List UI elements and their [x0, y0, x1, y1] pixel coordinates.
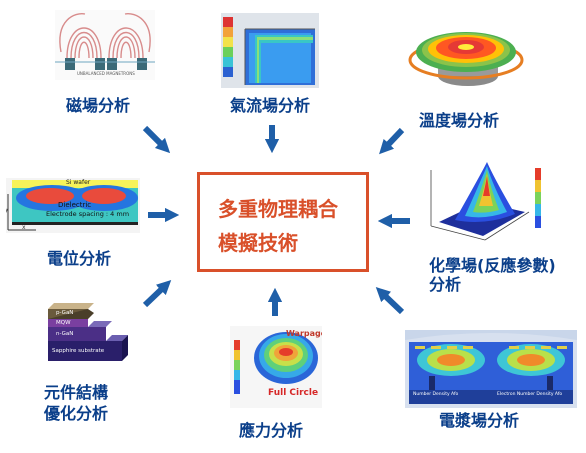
device-layer-ngan: n-GaN: [56, 331, 74, 337]
stress-full-circle-label: Full Circle: [268, 388, 319, 398]
arrow-device: [142, 280, 172, 308]
potential-dielectric-label: Dielectric: [58, 201, 92, 209]
potential-field-map: [7, 180, 138, 231]
chemical-image: [425, 156, 545, 244]
plasma-label: 電漿場分析: [439, 411, 520, 430]
gas-flow-label: 氣流場分析: [230, 96, 311, 115]
device-layer-sapphire: Sapphire substrate: [52, 348, 105, 354]
chemical-label-line2: 分析: [429, 275, 462, 294]
plasma-density-left: Number Density Afo: [413, 392, 459, 397]
device-image: p-GaN MQW n-GaN Sapphire substrate: [42, 293, 130, 367]
stress-warpage-label: Warpage: [286, 329, 322, 338]
plasma-density-map: [405, 333, 577, 408]
plasma-density-right: Electron Number Density Afo: [497, 392, 563, 397]
stress-label: 應力分析: [239, 421, 304, 440]
center-box: 多重物理耦合 模擬技術: [197, 172, 369, 272]
center-title-line2: 模擬技術: [218, 231, 298, 255]
potential-spacing-label: Electrode spacing : 4 mm: [46, 210, 130, 218]
device-layer-pgan: p-GaN: [56, 310, 74, 316]
potential-axis-x: x: [22, 224, 26, 231]
potential-label: 電位分析: [47, 249, 112, 268]
chemical-3d-plot: [430, 162, 541, 241]
stress-warpage-disk: [230, 326, 322, 408]
arrow-plasma: [375, 287, 405, 315]
plasma-image: Number Density Afo Electron Number Densi…: [405, 330, 577, 408]
chemical-label-line1: 化學場(反應參數): [429, 256, 556, 275]
magnetron-caption: UNBALANCED MAGNETRONS: [77, 71, 135, 76]
temperature-label: 溫度場分析: [419, 111, 500, 130]
device-layer-mqw: MQW: [56, 320, 71, 326]
arrow-magnetic: [142, 125, 171, 154]
stress-image: Warpage Full Circle: [230, 326, 322, 408]
gas-flow-contour: [221, 13, 319, 88]
device-layer-stack: [48, 303, 128, 361]
magnetron-illustration: [55, 10, 155, 80]
potential-wafer-label: Si wafer: [66, 179, 91, 186]
device-label-line1: 元件結構: [44, 383, 109, 402]
temperature-disk: [408, 32, 524, 86]
potential-image: Si wafer Dielectric Electrode spacing : …: [6, 178, 140, 233]
device-label-line2: 優化分析: [44, 404, 109, 423]
temperature-image: [408, 14, 524, 94]
potential-axis-y: y: [6, 206, 9, 213]
arrow-temperature: [379, 127, 405, 155]
center-title-line1: 多重物理耦合: [218, 197, 338, 221]
magnetic-label: 磁場分析: [66, 96, 131, 115]
magnetic-image: UNBALANCED MAGNETRONS: [55, 10, 155, 80]
gas-flow-image: [221, 13, 319, 88]
